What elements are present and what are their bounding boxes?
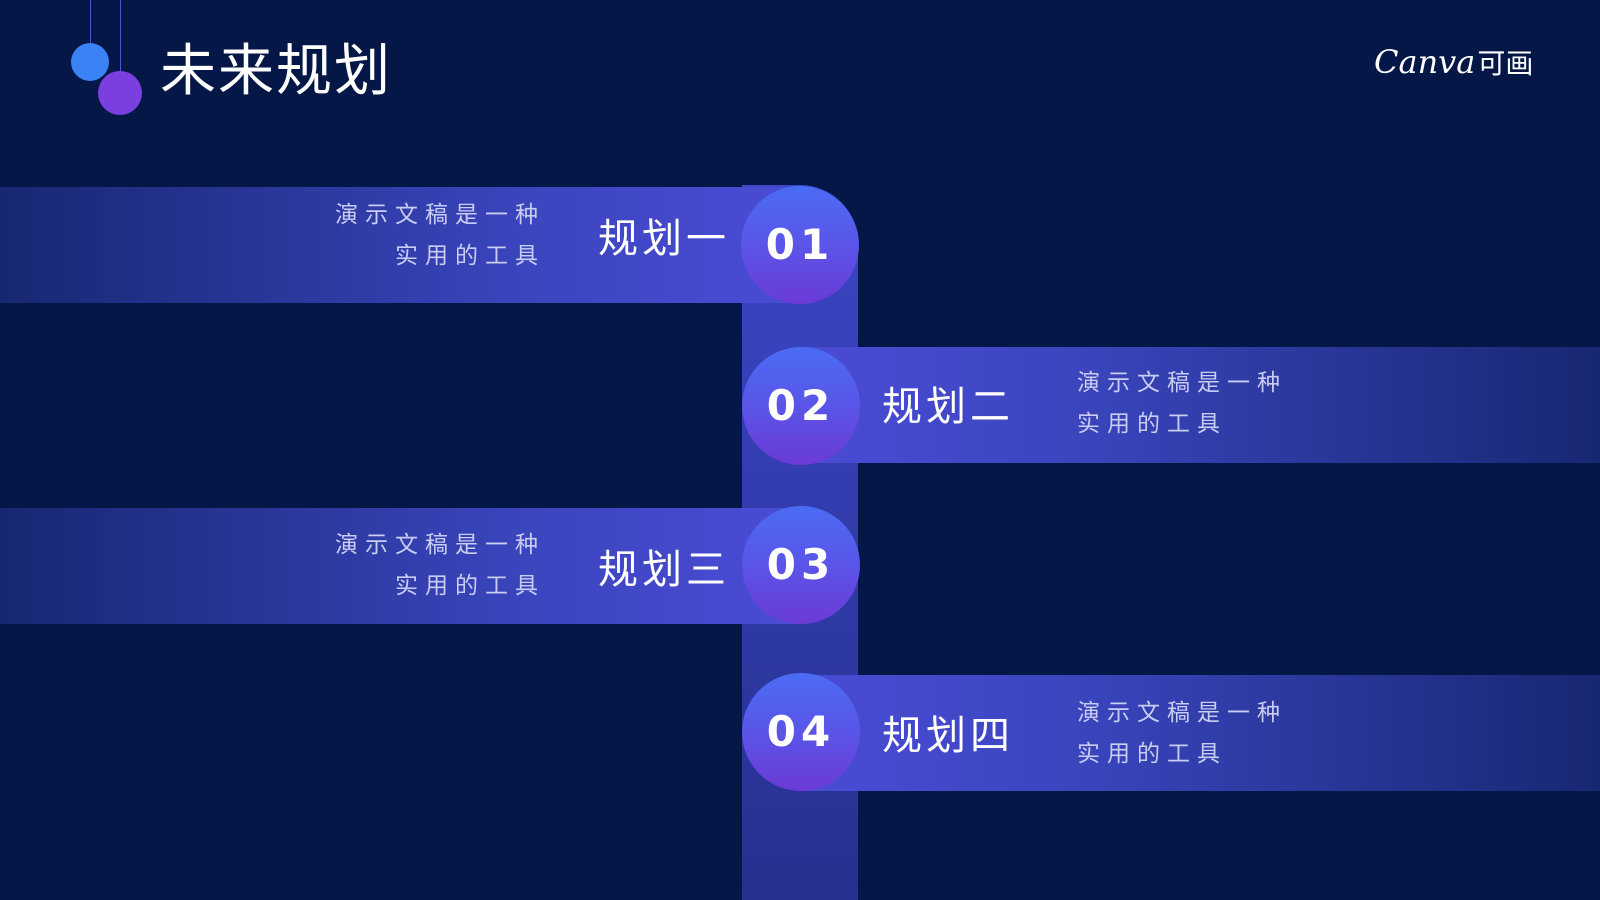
plan-desc-4-line2: 实用的工具: [1077, 741, 1227, 767]
plan-label-4: 规划四: [882, 713, 1014, 759]
logo-wordmark: Canva: [1374, 43, 1476, 81]
plan-desc-3-line1: 演示文稿是一种: [335, 532, 545, 558]
plan-label-2: 规划二: [882, 384, 1014, 430]
plan-desc-2-line1: 演示文稿是一种: [1077, 370, 1287, 396]
decorative-dot-purple: [98, 71, 142, 115]
plan-desc-4: 演示文稿是一种 实用的工具: [1077, 693, 1287, 775]
plan-desc-2: 演示文稿是一种 实用的工具: [1077, 363, 1287, 445]
plan-desc-1: 演示文稿是一种 实用的工具: [300, 195, 545, 277]
plan-desc-1-line2: 实用的工具: [395, 243, 545, 269]
plan-desc-1-line1: 演示文稿是一种: [335, 202, 545, 228]
plan-label-3: 规划三: [598, 547, 730, 593]
hanging-thread-right: [120, 0, 121, 74]
plan-band-3: [0, 508, 800, 624]
plan-number-3: 03: [766, 540, 836, 589]
hanging-thread-left: [90, 0, 91, 46]
logo-mark: 可画: [1477, 47, 1534, 80]
plan-number-badge-4: 04: [742, 673, 860, 791]
plan-band-1: [0, 187, 800, 303]
plan-desc-3-line2: 实用的工具: [395, 573, 545, 599]
plan-band-4: [800, 675, 1600, 791]
plan-number-4: 04: [766, 707, 836, 756]
plan-number-2: 02: [766, 381, 836, 430]
plan-number-badge-1: 01: [741, 186, 859, 304]
plan-number-badge-3: 03: [742, 506, 860, 624]
plan-desc-4-line1: 演示文稿是一种: [1077, 700, 1287, 726]
plan-desc-2-line2: 实用的工具: [1077, 411, 1227, 437]
slide-title: 未来规划: [160, 39, 392, 104]
plan-label-1: 规划一: [598, 216, 730, 262]
plan-number-badge-2: 02: [742, 347, 860, 465]
canva-logo: Canva可画: [1374, 40, 1533, 86]
plan-number-1: 01: [765, 220, 835, 269]
decorative-dot-blue: [71, 43, 109, 81]
plan-desc-3: 演示文稿是一种 实用的工具: [300, 525, 545, 607]
plan-band-2: [800, 347, 1600, 463]
